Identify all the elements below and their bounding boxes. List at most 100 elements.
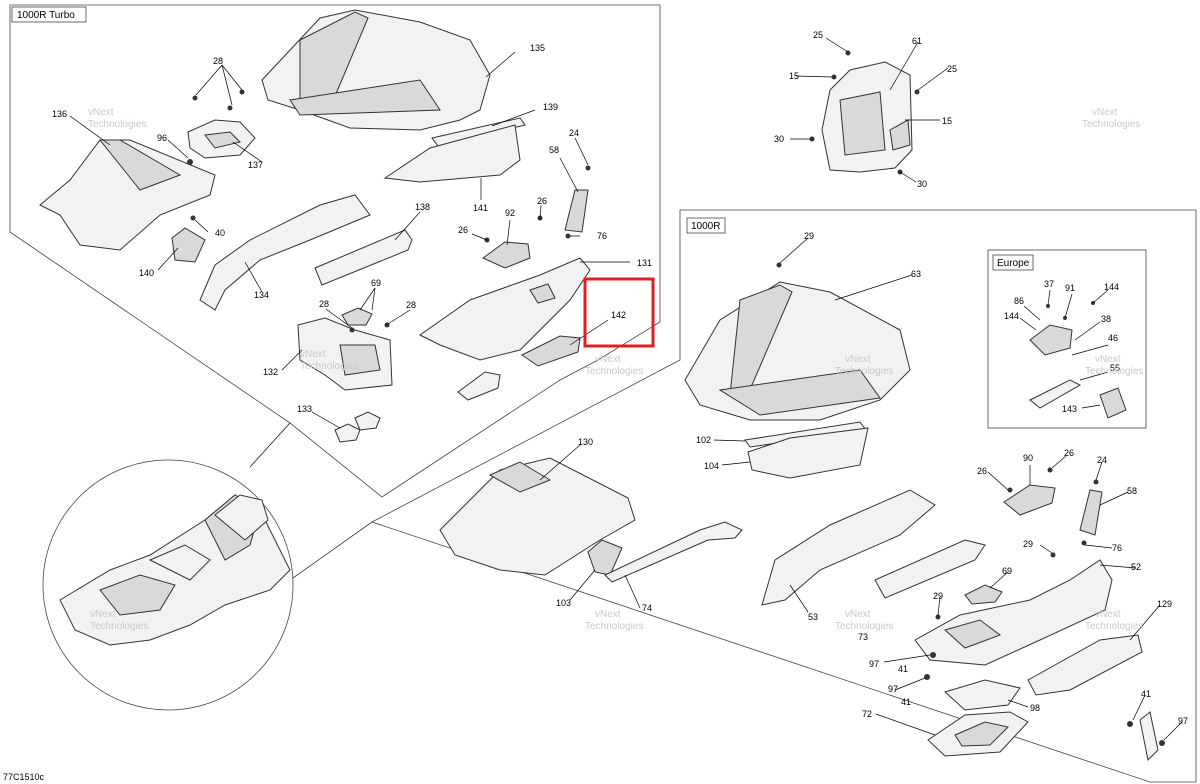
callout-135: 135 bbox=[530, 43, 545, 53]
svg-text:vNext: vNext bbox=[595, 609, 621, 620]
part-92-handle bbox=[482, 241, 531, 269]
svg-text:vNext: vNext bbox=[845, 609, 871, 620]
svg-text:vNext: vNext bbox=[90, 609, 116, 620]
callout-103: 103 bbox=[556, 598, 571, 608]
part-139-strip bbox=[431, 117, 526, 147]
callout-91: 91 bbox=[1065, 283, 1075, 293]
callout-63: 63 bbox=[911, 269, 921, 279]
callout-98: 98 bbox=[1030, 703, 1040, 713]
callout-72: 72 bbox=[862, 709, 872, 719]
highlight-box[interactable]: 142 bbox=[583, 277, 655, 348]
callout-86: 86 bbox=[1014, 296, 1024, 306]
callout-29: 29 bbox=[933, 591, 943, 601]
svg-text:vNext: vNext bbox=[1095, 609, 1121, 620]
svg-text:Technologies: Technologies bbox=[88, 119, 146, 130]
part-142-piece bbox=[521, 335, 581, 367]
callout-97: 97 bbox=[888, 684, 898, 694]
figure-code: 77C1510c bbox=[3, 772, 45, 782]
callout-96: 96 bbox=[157, 133, 167, 143]
section-frame-turbo: 1000R Turbo bbox=[9, 4, 661, 498]
callout-29: 29 bbox=[1023, 539, 1033, 549]
callout-73: 73 bbox=[858, 632, 868, 642]
callout-30: 30 bbox=[917, 179, 927, 189]
part-52-console bbox=[914, 559, 1113, 666]
callout-25: 25 bbox=[813, 30, 823, 40]
section-label-europe: Europe bbox=[997, 258, 1030, 269]
callout-76: 76 bbox=[1112, 543, 1122, 553]
svg-text:Technologies: Technologies bbox=[835, 621, 893, 632]
callout-40: 40 bbox=[215, 228, 225, 238]
vehicle-overview-inset bbox=[42, 422, 373, 711]
part-132-box bbox=[297, 317, 393, 391]
part-74-rod bbox=[604, 521, 743, 583]
callout-52: 52 bbox=[1131, 562, 1141, 572]
callout-130: 130 bbox=[578, 437, 593, 447]
callout-144: 144 bbox=[1104, 282, 1119, 292]
callout-97: 97 bbox=[1178, 716, 1188, 726]
callout-143: 143 bbox=[1062, 404, 1077, 414]
callout-26: 26 bbox=[537, 196, 547, 206]
part-90-handle bbox=[1003, 484, 1056, 516]
callout-30: 30 bbox=[774, 134, 784, 144]
part-61-dash-panel bbox=[821, 61, 913, 173]
callout-53: 53 bbox=[808, 612, 818, 622]
svg-text:vNext: vNext bbox=[1092, 107, 1118, 118]
callout-97: 97 bbox=[869, 659, 879, 669]
section-frame-base: 1000R bbox=[370, 209, 1197, 783]
fastener-markers bbox=[187, 50, 1165, 746]
part-136-frame bbox=[39, 139, 216, 251]
callout-61: 61 bbox=[912, 36, 922, 46]
part-58b-shifter bbox=[1079, 489, 1103, 536]
svg-text:vNext: vNext bbox=[88, 107, 114, 118]
part-69b-cupholder bbox=[964, 584, 1003, 605]
part-bottom-bracket bbox=[1139, 711, 1159, 762]
callout-41: 41 bbox=[898, 664, 908, 674]
section-label-turbo: 1000R Turbo bbox=[17, 10, 75, 21]
callout-92: 92 bbox=[505, 208, 515, 218]
svg-text:Technologies: Technologies bbox=[835, 366, 893, 377]
svg-text:Technologies: Technologies bbox=[1082, 119, 1140, 130]
callout-26: 26 bbox=[977, 466, 987, 476]
leader-lines bbox=[69, 37, 1183, 741]
callout-134: 134 bbox=[254, 290, 269, 300]
callout-129: 129 bbox=[1157, 599, 1172, 609]
svg-text:Technologies: Technologies bbox=[1085, 366, 1143, 377]
callout-138: 138 bbox=[415, 202, 430, 212]
callout-labels: 135 139 136 96 137 28 24 58 141 92 26 26… bbox=[52, 30, 1188, 726]
part-135-console-tub bbox=[261, 9, 491, 131]
callout-28: 28 bbox=[213, 56, 223, 66]
part-137-cover bbox=[187, 119, 256, 159]
callout-25: 25 bbox=[947, 64, 957, 74]
svg-text:Technologies: Technologies bbox=[585, 366, 643, 377]
svg-text:vNext: vNext bbox=[595, 354, 621, 365]
section-frame-europe: Europe bbox=[987, 249, 1147, 429]
callout-29: 29 bbox=[804, 231, 814, 241]
svg-text:vNext: vNext bbox=[1095, 354, 1121, 365]
callout-102: 102 bbox=[696, 435, 711, 445]
svg-text:Technologies: Technologies bbox=[1085, 621, 1143, 632]
part-138-trim bbox=[314, 229, 413, 286]
callout-141: 141 bbox=[473, 203, 488, 213]
part-72-mat bbox=[927, 711, 1029, 757]
part-131-console bbox=[419, 257, 591, 361]
callout-69: 69 bbox=[1002, 566, 1012, 576]
part-129-panel bbox=[1027, 634, 1143, 696]
callout-142: 142 bbox=[611, 310, 626, 320]
part-58-shifter bbox=[564, 189, 589, 233]
part-133-caps bbox=[334, 411, 381, 443]
callout-24: 24 bbox=[569, 128, 579, 138]
part-130-frame bbox=[439, 457, 636, 576]
watermarks: vNext Technologies vNext Technologies vN… bbox=[88, 107, 1143, 632]
callout-15: 15 bbox=[942, 116, 952, 126]
callout-137: 137 bbox=[248, 160, 263, 170]
callout-46: 46 bbox=[1108, 333, 1118, 343]
callout-24: 24 bbox=[1097, 455, 1107, 465]
callout-90: 90 bbox=[1023, 453, 1033, 463]
callout-55: 55 bbox=[1110, 363, 1120, 373]
section-label-base: 1000R bbox=[691, 221, 720, 232]
part-armrest-pad bbox=[457, 371, 501, 401]
part-140-bracket bbox=[171, 227, 206, 263]
callout-139: 139 bbox=[543, 102, 558, 112]
svg-text:vNext: vNext bbox=[845, 354, 871, 365]
